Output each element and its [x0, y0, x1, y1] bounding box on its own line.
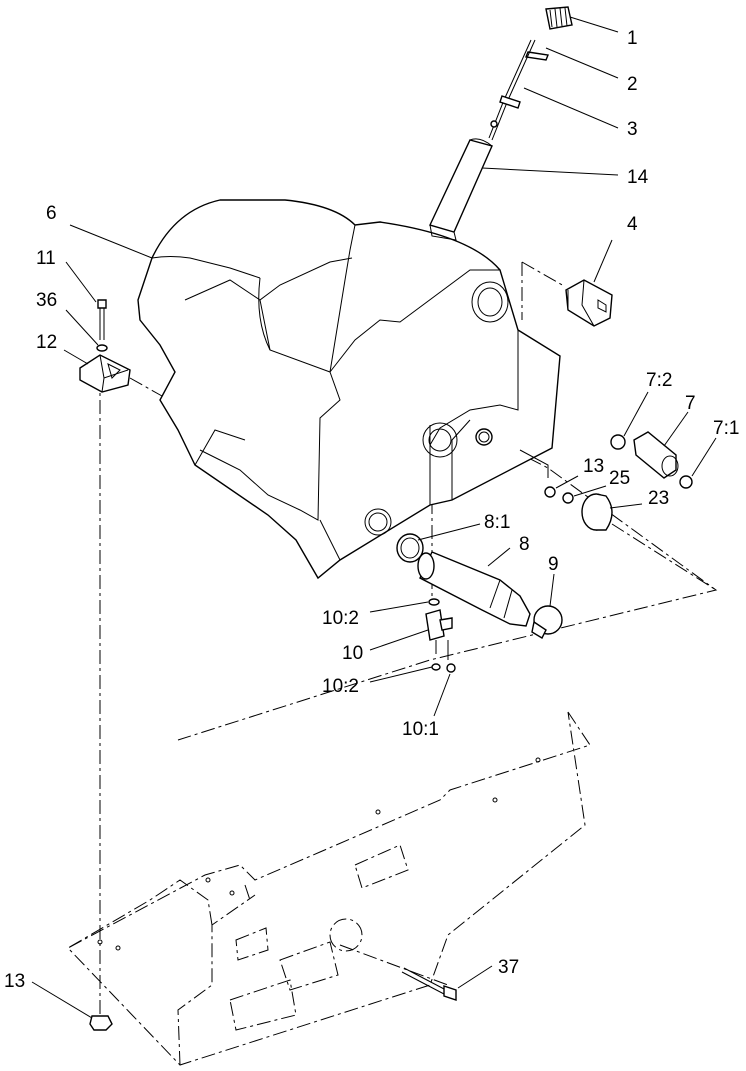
callout-10-2-lower: 10:2 [322, 676, 359, 697]
cap-gasket [525, 51, 549, 61]
fuel-filter-sleeve [429, 138, 493, 241]
frame [67, 711, 591, 1066]
bolt-37 [401, 967, 457, 1001]
callout-11: 11 [36, 248, 56, 269]
callout-36: 36 [36, 290, 57, 311]
callout-2: 2 [627, 74, 638, 95]
vent-valve [565, 279, 613, 327]
callout-8-1: 8:1 [484, 512, 510, 533]
tank-port-fitting [475, 428, 493, 446]
fuel-tank [137, 199, 561, 580]
o-ring-7-1 [679, 475, 693, 489]
callout-10-1: 10:1 [402, 719, 439, 740]
nut-and-washer [544, 486, 574, 504]
fitting [633, 431, 679, 479]
callout-7-1: 7:1 [713, 418, 739, 439]
fuel-filter [417, 551, 531, 627]
hose-clamp [531, 605, 563, 639]
drain-valve [425, 598, 456, 673]
callouts: 1 2 3 14 6 4 11 36 12 7:2 7 7:1 13 25 23… [4, 28, 739, 992]
bolt [97, 299, 107, 340]
callout-7: 7 [685, 393, 696, 414]
mount-bracket [79, 354, 131, 393]
callout-9: 9 [548, 554, 559, 575]
callout-14: 14 [627, 167, 649, 188]
callout-8: 8 [519, 534, 530, 555]
callout-4: 4 [627, 214, 638, 235]
callout-23: 23 [648, 488, 669, 509]
washer [96, 344, 108, 352]
callout-6: 6 [46, 203, 57, 224]
leader-lines [31, 16, 717, 1019]
nut-bottom [89, 1015, 113, 1031]
callout-1: 1 [627, 28, 638, 49]
callout-13-lower: 13 [4, 971, 25, 992]
callout-25: 25 [609, 468, 630, 489]
fuel-sender [488, 39, 536, 141]
o-ring-8-1 [396, 533, 424, 563]
callout-12: 12 [36, 332, 57, 353]
callout-3: 3 [627, 119, 638, 140]
callout-7-2: 7:2 [646, 370, 672, 391]
callout-10: 10 [342, 643, 363, 664]
plug-cap [581, 493, 613, 531]
callout-13-upper: 13 [583, 456, 604, 477]
fuel-cap [545, 6, 573, 30]
callout-10-2-upper: 10:2 [322, 608, 359, 629]
callout-37: 37 [498, 957, 519, 978]
o-ring-7-2 [610, 434, 626, 450]
